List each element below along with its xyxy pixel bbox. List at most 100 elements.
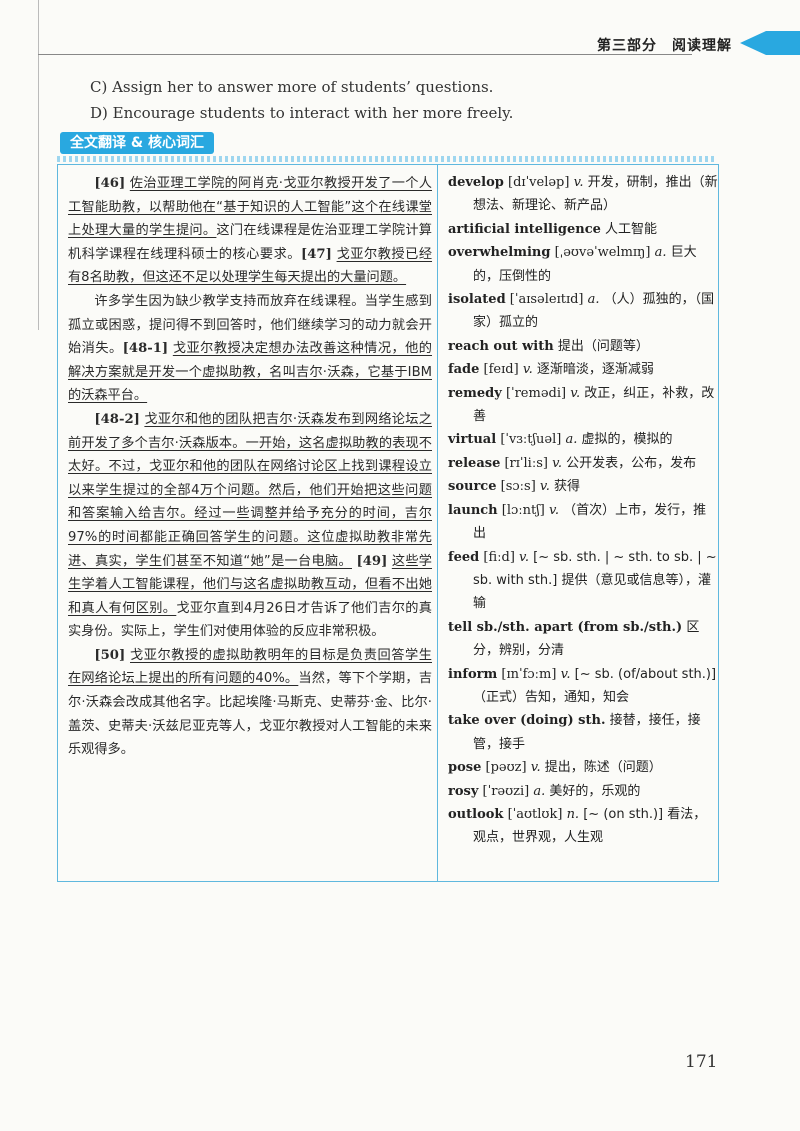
arrow-left-icon xyxy=(740,31,766,55)
vocab-pos: a. xyxy=(565,432,578,448)
vocab-word: pose xyxy=(448,760,482,776)
vocab-phonetic: [sɔːs] xyxy=(500,479,536,495)
vocab-entry: release [rɪˈliːs] v. 公开发表，公布，发布 xyxy=(448,452,718,475)
question-tag: [50] xyxy=(94,647,126,663)
vocab-definition: 提出，陈述（问题） xyxy=(544,760,662,776)
vocab-word: release xyxy=(448,455,501,471)
vocab-definition: [~ sb. (of/about sth.)]（正式）告知，通知，知会 xyxy=(473,666,717,705)
header-rule xyxy=(38,54,692,55)
vocab-word: artificial intelligence xyxy=(448,221,601,237)
margin-line xyxy=(38,0,39,330)
underlined-text: 戈亚尔和他的团队把吉尔·沃森发布到网络论坛之前开发了多个吉尔·沃森版本。一开始，… xyxy=(68,411,432,569)
vocab-word: outlook xyxy=(448,806,504,822)
underlined-text: 戈亚尔教授的虚拟助教明年的目标是负责回答学生在网络论坛上提出的所有问题的40%。 xyxy=(68,647,432,687)
vocab-definition: 巨大的，压倒性的 xyxy=(473,245,697,284)
underlined-text: 这些学生学着人工智能课程，他们与这名虚拟助教互动，但看不出她和真人有何区别。 xyxy=(68,553,432,616)
vocab-phonetic: [ˈvɜːtʃuəl] xyxy=(500,432,562,448)
underlined-text: 戈亚尔教授已经有8名助教，但这还不足以处理学生每天提出的大量问题。 xyxy=(68,246,433,286)
vocab-definition: 获得 xyxy=(554,479,581,495)
vocab-word: take over (doing) sth. xyxy=(448,713,606,729)
vocab-word: reach out with xyxy=(448,338,554,354)
vocab-word: feed xyxy=(448,549,480,565)
option-d: D) Encourage students to interact with h… xyxy=(90,104,514,122)
vocab-definition: [~ (on sth.)] 看法，观点，世界观，人生观 xyxy=(473,806,707,846)
vocab-word: tell sb./sth. apart (from sb./sth.) xyxy=(448,619,683,635)
vocab-definition: 逐渐暗淡，逐渐减弱 xyxy=(536,362,654,378)
vocab-entry: artificial intelligence 人工智能 xyxy=(448,218,718,241)
underlined-text: 佐治亚理工学院的阿肖克·戈亚尔教授开发了一个人工智能助教，以帮助他在“基于知识的… xyxy=(68,176,432,239)
vocab-word: virtual xyxy=(448,432,497,448)
vocab-phonetic: [dɪˈveləp] xyxy=(508,175,570,190)
vocab-pos: n. xyxy=(566,806,580,822)
vocab-entry: isolated [ˈaɪsəleɪtɪd] a. （人）孤独的，（国家）孤立的 xyxy=(448,288,718,335)
vocab-entry: feed [fiːd] v. [~ sb. sth. | ~ sth. to s… xyxy=(448,546,718,616)
translation-paragraph: [50] 戈亚尔教授的虚拟助教明年的目标是负责回答学生在网络论坛上提出的所有问题… xyxy=(68,644,432,762)
vocab-pos: v. xyxy=(573,175,584,190)
vocab-phonetic: [rɪˈliːs] xyxy=(504,455,548,471)
vocab-definition: 公开发表，公布，发布 xyxy=(566,455,697,471)
translation-paragraph: [48-2] 戈亚尔和他的团队把吉尔·沃森发布到网络论坛之前开发了多个吉尔·沃森… xyxy=(68,408,432,644)
vocab-entry: develop [dɪˈveləp] v. 开发，研制，推出（新想法、新理论、新… xyxy=(448,171,718,218)
translation-paragraph: [46] 佐治亚理工学院的阿肖克·戈亚尔教授开发了一个人工智能助教，以帮助他在“… xyxy=(68,172,432,290)
vocab-word: source xyxy=(448,479,497,495)
vocab-word: inform xyxy=(448,666,498,682)
vocab-column: develop [dɪˈveləp] v. 开发，研制，推出（新想法、新理论、新… xyxy=(448,171,718,850)
vocab-entry: pose [pəʊz] v. 提出，陈述（问题） xyxy=(448,756,718,779)
vocab-pos: a. xyxy=(587,292,600,308)
header-tab xyxy=(766,31,800,55)
vocab-entry: remedy [ˈremədi] v. 改正，纠正，补救，改善 xyxy=(448,382,718,429)
vocab-word: overwhelming xyxy=(448,245,551,261)
question-tag: [48-2] xyxy=(94,411,140,427)
option-c: C) Assign her to answer more of students… xyxy=(90,78,494,96)
vocab-entry: fade [feɪd] v. 逐渐暗淡，逐渐减弱 xyxy=(448,358,718,381)
vocab-definition: 开发，研制，推出（新想法、新理论、新产品） xyxy=(473,175,718,214)
vocab-pos: a. xyxy=(654,245,667,261)
question-tag: [49] xyxy=(356,553,388,569)
vocab-definition: 美好的，乐观的 xyxy=(549,783,641,799)
vocab-definition: [~ sb. sth. | ~ sth. to sb. | ~ sb. with… xyxy=(473,549,717,612)
page-number: 171 xyxy=(685,1052,718,1072)
vocab-pos: v. xyxy=(519,549,529,565)
vocab-entry: virtual [ˈvɜːtʃuəl] a. 虚拟的，模拟的 xyxy=(448,428,718,451)
vocab-pos: v. xyxy=(530,760,541,776)
question-tag: [47] xyxy=(301,246,332,262)
translation-vocab-box xyxy=(57,164,719,882)
vocab-pos: a. xyxy=(533,783,546,799)
vocab-entry: take over (doing) sth. 接替，接任，接管，接手 xyxy=(448,709,718,756)
vocab-pos: v. xyxy=(522,362,533,378)
vocab-phonetic: [ˈremədi] xyxy=(505,385,567,401)
vocab-phonetic: [pəʊz] xyxy=(485,760,527,776)
vocab-word: remedy xyxy=(448,385,502,401)
translation-column: [46] 佐治亚理工学院的阿肖克·戈亚尔教授开发了一个人工智能助教，以帮助他在“… xyxy=(68,172,432,762)
vocab-pos: v. xyxy=(549,502,559,518)
vocab-word: develop xyxy=(448,175,504,190)
vocab-pos: v. xyxy=(552,455,563,471)
vocab-definition: （人）孤独的，（国家）孤立的 xyxy=(473,292,715,331)
paragraph-text: 当然，等下个学期，吉尔·沃森会改成其他名字。比起埃隆·马斯克、史蒂芬·金、比尔·… xyxy=(68,671,433,758)
vocab-word: fade xyxy=(448,362,480,378)
vocab-phonetic: [fiːd] xyxy=(483,549,515,565)
vocab-phonetic: [ˈaɪsəleɪtɪd] xyxy=(509,292,584,308)
vocab-word: launch xyxy=(448,502,498,518)
vocab-phonetic: [ˈaʊtlʊk] xyxy=(507,806,563,822)
vocab-phonetic: [ɪnˈfɔːm] xyxy=(501,666,557,682)
vocab-pos: v. xyxy=(539,479,550,495)
vocab-entry: reach out with 提出（问题等） xyxy=(448,335,718,358)
question-tag: [48-1] xyxy=(122,341,169,357)
vocab-phonetic: [ˌəʊvəˈwelmɪŋ] xyxy=(554,245,651,261)
vocab-phonetic: [feɪd] xyxy=(483,362,519,378)
vocab-entry: tell sb./sth. apart (from sb./sth.) 区分，辨… xyxy=(448,616,718,663)
vocab-entry: rosy [ˈrəʊzi] a. 美好的，乐观的 xyxy=(448,780,718,803)
paragraph-text: 戈亚尔直到4月26日才告诉了他们吉尔的真实身份。实际上，学生们对使用体验的反应非… xyxy=(68,600,432,640)
paragraph-text: 这门在线课程是佐治亚理工学院计算机科学课程在线理科硕士的核心要求。 xyxy=(68,223,432,262)
vocab-definition: 改正，纠正，补救，改善 xyxy=(473,385,715,425)
translation-paragraph: 许多学生因为缺少教学支持而放弃在线课程。当学生感到孤立或困惑，提问得不到回答时，… xyxy=(68,290,432,408)
vocab-phonetic: [lɔːntʃ] xyxy=(501,502,545,518)
paragraph-text: 许多学生因为缺少教学支持而放弃在线课程。当学生感到孤立或困惑，提问得不到回答时，… xyxy=(68,293,432,357)
vocab-pos: v. xyxy=(570,385,581,401)
vocab-definition: 区分，辨别，分清 xyxy=(473,619,700,659)
vocab-entry: launch [lɔːntʃ] v. （首次）上市，发行，推出 xyxy=(448,499,718,546)
vocab-definition: 虚拟的，模拟的 xyxy=(581,432,673,448)
vocab-entry: outlook [ˈaʊtlʊk] n. [~ (on sth.)] 看法，观点… xyxy=(448,803,718,850)
vocab-definition: 人工智能 xyxy=(605,221,658,237)
